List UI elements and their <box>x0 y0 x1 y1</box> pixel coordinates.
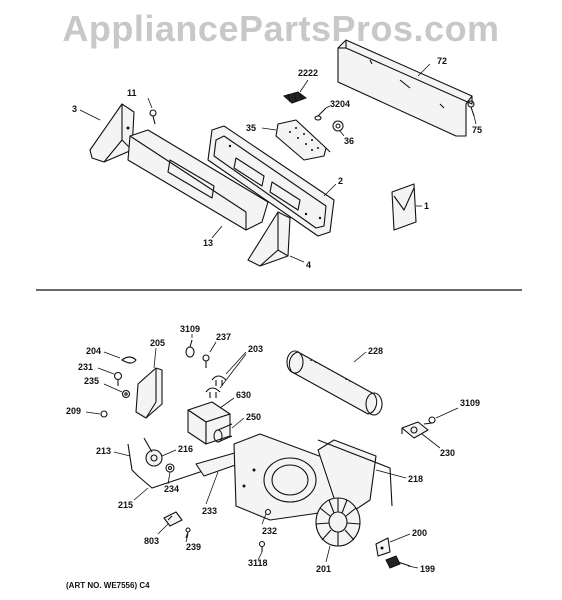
part-232 <box>264 508 272 516</box>
knob-36-part <box>332 120 344 132</box>
callout-11: 11 <box>127 88 137 98</box>
end-cap-4-part <box>247 211 291 267</box>
callout-1: 1 <box>424 201 429 211</box>
callout-3109-right: 3109 <box>460 398 480 408</box>
screw-75-part <box>467 100 475 117</box>
callout-200: 200 <box>412 528 427 538</box>
callout-233: 233 <box>202 506 217 516</box>
callout-36: 36 <box>344 136 354 146</box>
callout-235: 235 <box>84 376 99 386</box>
callout-230: 230 <box>440 448 455 458</box>
callout-228: 228 <box>368 346 383 356</box>
screw-3109-right-part <box>423 416 436 425</box>
callout-250: 250 <box>246 412 261 422</box>
callout-203: 203 <box>248 344 263 354</box>
callout-216: 216 <box>178 444 193 454</box>
callout-204: 204 <box>86 346 101 356</box>
callout-209: 209 <box>66 406 81 416</box>
callout-237: 237 <box>216 332 231 342</box>
part-239 <box>185 527 191 539</box>
nut-235-part <box>121 389 131 399</box>
callout-231: 231 <box>78 362 93 372</box>
callout-205: 205 <box>150 338 165 348</box>
callout-3: 3 <box>72 104 77 114</box>
screw-3118-part <box>258 540 266 552</box>
exhaust-duct-228-part <box>286 350 383 416</box>
rear-panel-part <box>337 39 473 137</box>
callout-75: 75 <box>472 125 482 135</box>
end-cap-3-part <box>89 103 135 163</box>
bracket-205-part <box>135 367 163 419</box>
clips-203-part <box>205 375 227 398</box>
watermark-logo: AppliancePartsPros.com <box>62 8 500 49</box>
blower-wheel-201-part <box>315 497 361 547</box>
callout-2222: 2222 <box>298 68 318 78</box>
connector-803-part <box>163 511 183 527</box>
callout-199: 199 <box>420 564 435 574</box>
callout-72: 72 <box>437 56 447 66</box>
callout-3109-top: 3109 <box>180 324 200 334</box>
callout-13: 13 <box>203 238 213 248</box>
shaft-250-part <box>213 423 233 443</box>
callout-2: 2 <box>338 176 343 186</box>
control-board-35-part <box>275 119 331 161</box>
callout-213: 213 <box>96 446 111 456</box>
lamp-3204-part <box>314 107 327 121</box>
screw-231-part <box>113 371 123 386</box>
wire-213-part <box>127 443 207 489</box>
part-209 <box>100 410 108 418</box>
screw-3109-top-part <box>185 339 195 358</box>
callout-3118: 3118 <box>248 558 268 568</box>
callout-215: 215 <box>118 500 133 510</box>
control-panel-frame-2-part <box>207 125 335 237</box>
callout-239: 239 <box>186 542 201 552</box>
callout-232: 232 <box>262 526 277 536</box>
callout-218: 218 <box>408 474 423 484</box>
bolt-199-part <box>385 555 411 569</box>
thermostat-230-part <box>401 421 429 439</box>
callout-201: 201 <box>316 564 331 574</box>
callout-630: 630 <box>236 390 251 400</box>
pulley-216-part <box>143 437 163 467</box>
callout-4: 4 <box>306 260 311 270</box>
screw-11-part <box>149 109 157 125</box>
timer-630-part <box>187 401 231 445</box>
part-234 <box>165 463 175 473</box>
clip-200-part <box>375 537 391 557</box>
callout-234: 234 <box>164 484 179 494</box>
callout-3204: 3204 <box>330 99 350 109</box>
callout-35: 35 <box>246 123 256 133</box>
switch-2222-part <box>282 91 308 104</box>
clamp-204-part <box>121 356 137 364</box>
blower-housing-218-part <box>233 433 393 521</box>
wiring-sheet-1-part <box>391 183 417 231</box>
art-number: (ART NO. WE7556) C4 <box>66 581 150 590</box>
screw-237-part <box>202 354 210 368</box>
callout-803: 803 <box>144 536 159 546</box>
control-panel-13-part <box>127 129 269 231</box>
